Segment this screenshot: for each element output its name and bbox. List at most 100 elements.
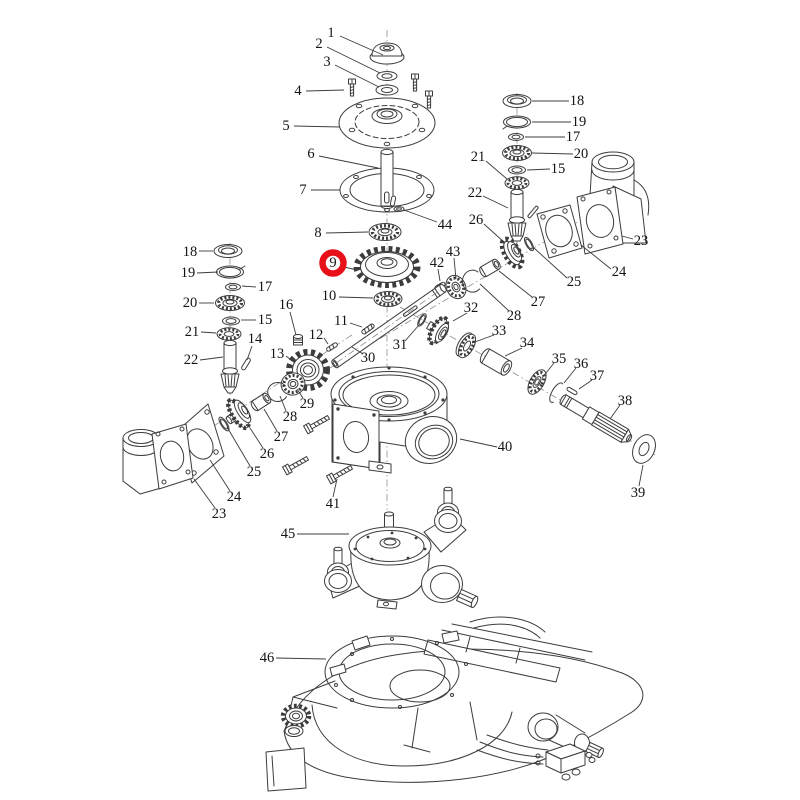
part-28-right-snap-ring <box>462 269 480 293</box>
hydraulic-hoses <box>469 616 549 765</box>
leader-line-4-3 <box>305 89 345 92</box>
part-callout-35-34: 35 <box>552 351 567 367</box>
part-callout-1-0: 1 <box>327 25 334 41</box>
leader-line-6-5 <box>318 155 379 169</box>
leader-line-3-2 <box>334 64 380 88</box>
part-callout-16-15: 16 <box>279 297 294 313</box>
part-11-key <box>361 323 375 335</box>
part-callout-19-47: 19 <box>572 114 587 130</box>
part-23-left-housing <box>122 423 194 495</box>
part-10-bearing <box>373 291 403 307</box>
part-callout-33-32: 33 <box>492 323 507 339</box>
leader-line-35-34 <box>541 362 555 379</box>
part-callout-8-7: 8 <box>314 225 321 241</box>
part-callout-15-14: 15 <box>258 312 273 328</box>
leader-lines <box>193 35 644 660</box>
leader-line-10-9 <box>338 296 374 299</box>
leader-line-27-57 <box>498 270 533 298</box>
part-callout-26-25: 26 <box>260 446 275 462</box>
part-44-seal <box>393 206 405 212</box>
part-number-labels: 1234567891011121314151617181920212223242… <box>181 25 649 666</box>
part-32-bevel-gear <box>426 315 450 346</box>
leader-line-16-15 <box>289 311 297 336</box>
part-26-right-gear <box>499 236 525 270</box>
part-33-bearing <box>455 332 477 359</box>
leader-line-36-35 <box>563 367 577 384</box>
exploded-view-art <box>122 30 656 792</box>
part-25-left-o-ring <box>218 416 230 432</box>
leader-line-1-0 <box>339 35 384 56</box>
part-callout-17-48: 17 <box>566 129 581 145</box>
part-2-washer <box>376 71 398 81</box>
leader-line-42-41 <box>437 268 441 282</box>
part-18-right-collar <box>502 94 532 108</box>
part-callout-30-29: 30 <box>361 350 376 366</box>
leader-line-43-42 <box>453 257 457 280</box>
part-24-right-gasket <box>536 204 583 259</box>
part-30-shaft <box>331 283 447 369</box>
part-callout-22-21: 22 <box>184 352 199 368</box>
leader-line-17-16 <box>241 285 257 288</box>
part-15-right-washer <box>508 165 526 175</box>
leader-line-12-11 <box>323 337 329 345</box>
part-21-right-bearing <box>504 176 530 190</box>
part-callout-32-31: 32 <box>464 300 479 316</box>
leader-line-20-49 <box>531 152 574 155</box>
leader-line-46-45 <box>275 657 327 660</box>
leader-line-22-52 <box>482 195 509 209</box>
part-callout-3-2: 3 <box>323 54 330 70</box>
leader-line-30-29 <box>351 346 364 355</box>
part-15-left-washer <box>222 316 240 326</box>
leader-line-2-1 <box>326 46 381 74</box>
part-25-right-o-ring <box>523 236 535 252</box>
part-callout-21-51: 21 <box>471 149 486 165</box>
part-39-washer <box>632 434 656 464</box>
leader-line-13-12 <box>285 355 296 364</box>
part-1-cap-nut <box>369 42 405 65</box>
part-callout-45-44: 45 <box>281 526 296 542</box>
part-callout-25-24: 25 <box>247 464 262 480</box>
part-callout-41-40: 41 <box>326 496 341 512</box>
part-26-left-bevel-gear <box>225 398 252 431</box>
part-callout-24-54: 24 <box>612 264 627 280</box>
leader-line-39-38 <box>638 464 644 487</box>
part-35-bearing <box>527 369 547 395</box>
part-callout-20-19: 20 <box>183 295 198 311</box>
leader-line-11-10 <box>349 322 363 328</box>
part-callout-21-20: 21 <box>185 324 200 340</box>
part-callout-18-46: 18 <box>570 93 585 109</box>
part-callout-36-35: 36 <box>574 356 589 372</box>
leader-line-22-21 <box>199 356 224 361</box>
leader-line-37-36 <box>578 379 593 390</box>
part-5-top-cover <box>338 97 436 149</box>
leader-line-5-4 <box>293 125 341 128</box>
part-callout-17-16: 17 <box>258 279 273 295</box>
part-21-left-bearing <box>216 327 242 341</box>
leader-line-38-37 <box>609 404 621 420</box>
part-callout-10-9: 10 <box>322 288 337 304</box>
part-19-right-lock-ring <box>502 115 531 130</box>
part-callout-26-56: 26 <box>469 212 484 228</box>
leader-line-26-56 <box>483 223 506 244</box>
leader-line-14-13 <box>246 345 253 361</box>
part-27-right-sleeve <box>479 258 501 278</box>
part-callout-43-42: 43 <box>446 244 461 260</box>
part-6-shaft <box>380 148 397 210</box>
part-callout-4-3: 4 <box>294 83 302 99</box>
part-callout-27-26: 27 <box>274 429 289 445</box>
part-callout-46-45: 46 <box>260 650 275 666</box>
highlight-marker <box>319 249 347 277</box>
leader-line-28-58 <box>479 283 510 312</box>
part-callout-38-37: 38 <box>618 393 633 409</box>
part-22-left-pinion-shaft <box>220 339 240 394</box>
part-9-main-gear <box>353 246 421 288</box>
part-callout-34-33: 34 <box>520 335 535 351</box>
leader-line-23-22 <box>193 478 216 509</box>
part-14-key <box>241 357 251 371</box>
part-17-left-washer <box>225 283 241 291</box>
part-callout-6-5: 6 <box>307 146 314 162</box>
part-12-key <box>326 342 338 352</box>
part-callout-23-22: 23 <box>212 506 227 522</box>
